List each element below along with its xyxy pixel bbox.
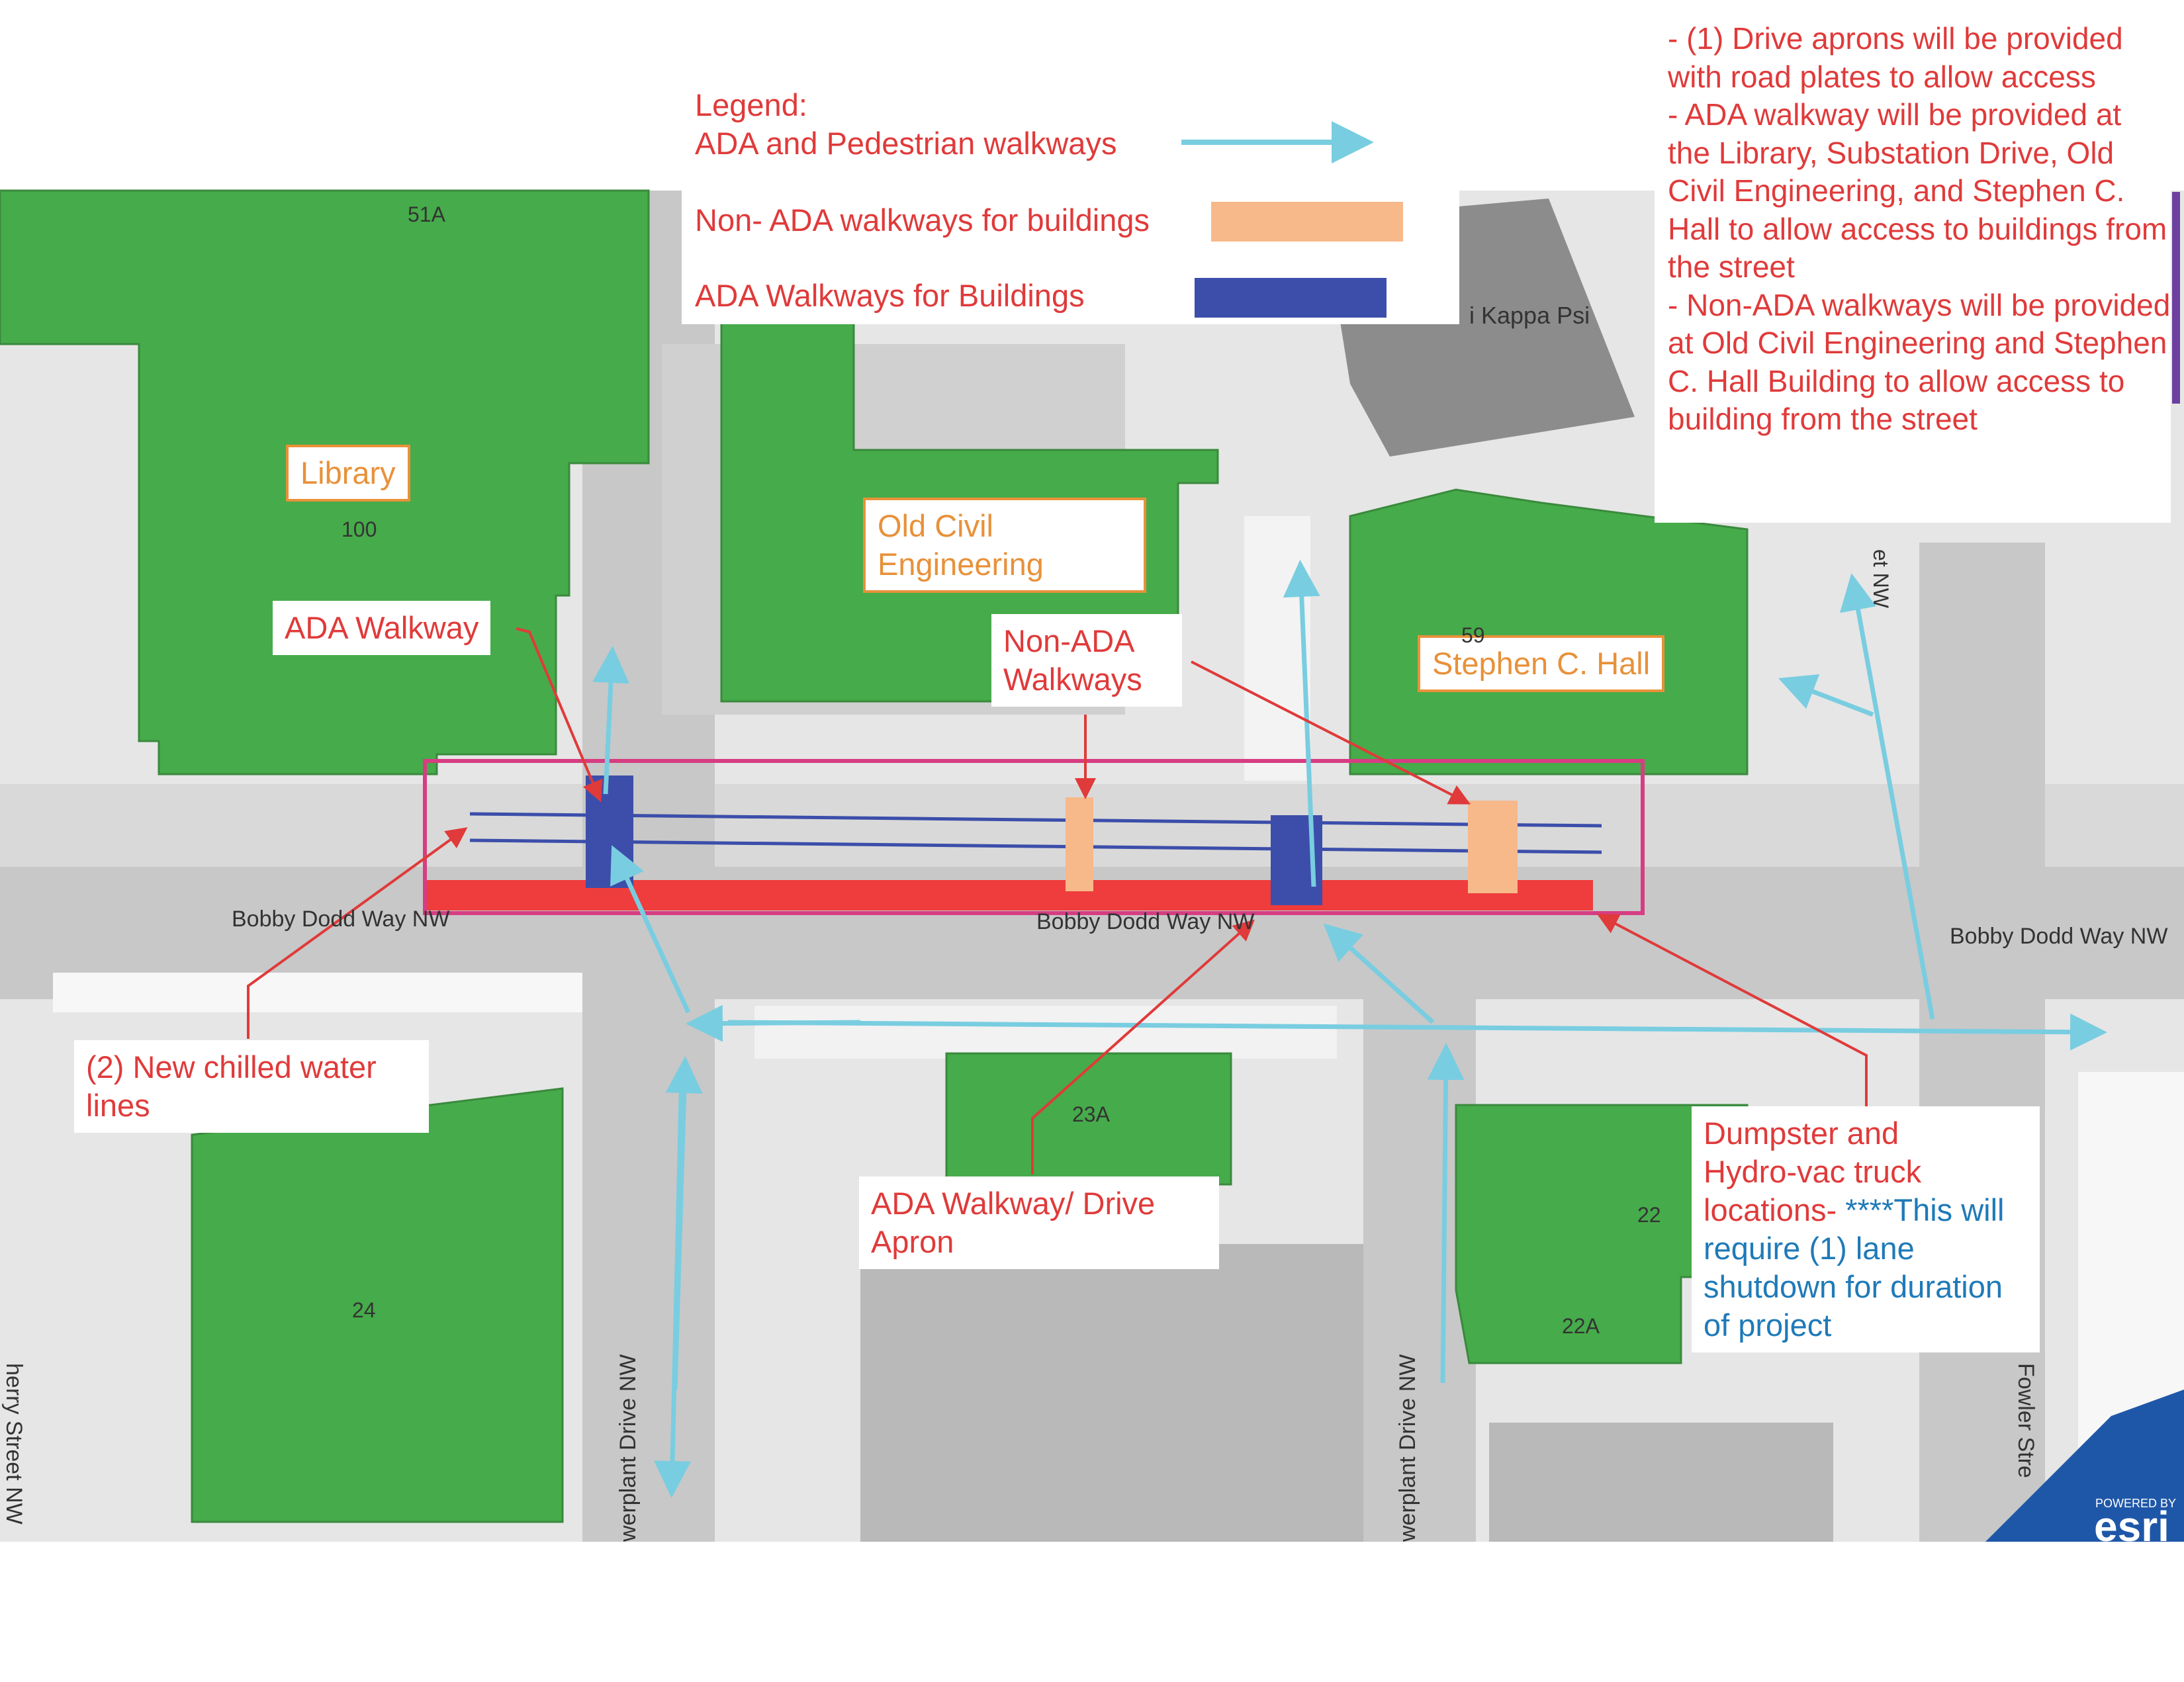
map-label-51a: 51A [408, 202, 445, 226]
legend-ada-buildings-label: ADA Walkways for Buildings [695, 278, 1085, 313]
dumpster-callout: Dumpster and Hydro-vac truck locations- … [1692, 1106, 2040, 1352]
parking-lot-east [1489, 1423, 1833, 1542]
ped-arrow-road-west [686, 1004, 861, 1042]
leader-ada-walkway [516, 627, 603, 803]
street-label-bobby-dodd-east: Bobby Dodd Way NW [1950, 924, 2168, 949]
stephen-hall-label: Stephen C. Hall [1418, 635, 1665, 692]
lot-pad-5 [754, 1006, 1337, 1059]
esri-logo: esri [2094, 1503, 2169, 1550]
callout-leaders [247, 627, 1868, 1174]
map-label-22: 22 [1637, 1203, 1661, 1227]
building-24 [191, 1087, 564, 1523]
ped-arrow-substation-north [1283, 560, 1320, 887]
street-label-cherry: herry Street NW [1, 1363, 26, 1525]
non-ada-walkways-callout: Non-ADA Walkways [991, 614, 1182, 707]
map-label-22a: 22A [1562, 1314, 1600, 1338]
non-ada-walkway-old-civil [1066, 797, 1093, 891]
dumpster-callout-blue: ****This will require (1) lane shutdown … [1704, 1192, 2005, 1343]
map-label-23a: 23A [1072, 1102, 1110, 1126]
street-label-et-nw: et NW [1869, 549, 1893, 608]
ped-arrow-library-south [610, 845, 691, 1014]
street-label-powerplant-east: werplant Drive NW [1395, 1354, 1420, 1542]
legend-non-ada-label: Non- ADA walkways for buildings [695, 202, 1150, 238]
dumpster-callout-red: Dumpster and Hydro-vac truck locations- [1704, 1116, 1922, 1227]
leader-chilled-water [247, 827, 468, 1039]
library-label: Library [286, 445, 410, 502]
ped-arrow-library-north [592, 646, 629, 795]
non-ada-walkway-stephen-hall [1468, 801, 1518, 893]
legend-ada-bar-icon [1195, 278, 1387, 318]
map-label-24: 24 [352, 1298, 376, 1322]
ped-arrow-east-diagonal [1323, 923, 1435, 1024]
project-notes: - (1) Drive aprons will be provided with… [1668, 21, 2171, 436]
work-zone-outline [423, 759, 1645, 915]
ped-arrow-east-north [1427, 1043, 1465, 1384]
chilled-water-line-1 [469, 812, 1602, 828]
building-23a [945, 1052, 1232, 1186]
leader-drive-apron [1031, 919, 1255, 1174]
map-label-59: 59 [1461, 623, 1485, 647]
ped-arrow-fowler-north [1839, 573, 1935, 1020]
drive-apron-callout: ADA Walkway/ Drive Apron [859, 1176, 1219, 1269]
notes-panel [1655, 20, 2171, 523]
esri-powered-by: POWERED BY [2095, 1497, 2177, 1510]
stephen-hall-building [1349, 488, 1749, 775]
legend-non-ada-bar-icon [1211, 202, 1403, 242]
esri-water-corner [1985, 1390, 2184, 1542]
chilled-water-line-2 [469, 838, 1602, 854]
purple-edge-mark [2172, 192, 2180, 404]
lot-pad-2 [1244, 516, 1310, 781]
fowler-street-road [1919, 543, 2045, 1542]
legend-ada-label: ADA and Pedestrian walkways [695, 126, 1117, 161]
street-label-fowler: Fowler Stre [2013, 1363, 2038, 1478]
ped-arrow-powerplant-north [665, 1056, 703, 1390]
street-label-powerplant-west: werplant Drive NW [615, 1354, 641, 1542]
street-label-bobby-dodd-west: Bobby Dodd Way NW [232, 907, 450, 932]
leader-dumpster [1596, 914, 1868, 1112]
ped-arrow-fowler-branch [1778, 674, 1874, 717]
lot-pad-4 [53, 973, 582, 1012]
ped-arrow-road-east [727, 1013, 2107, 1051]
ada-walkway-callout: ADA Walkway [273, 601, 491, 655]
ada-walkway-library [586, 775, 633, 888]
old-civil-label: Old Civil Engineering [863, 498, 1146, 593]
street-label-bobby-dodd-center: Bobby Dodd Way NW [1036, 909, 1255, 934]
leader-non-ada-stephen [1191, 660, 1471, 805]
parking-lot-central [860, 1244, 1363, 1542]
legend-title: Legend: [695, 87, 807, 122]
chilled-water-callout: (2) New chilled water lines [74, 1040, 429, 1133]
map-label-kappa-psi: i Kappa Psi [1469, 302, 1590, 329]
pedestrian-arrows [592, 560, 2107, 1498]
map-label-100: 100 [341, 517, 377, 541]
